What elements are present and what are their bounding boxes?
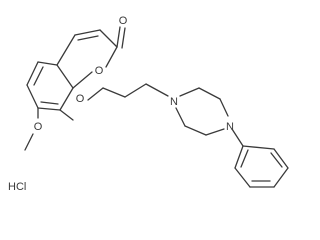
bond-c3-c2 [99,29,118,48]
piperazine-n1-label: N [170,96,178,108]
bond-cc-cd [184,125,207,136]
bond-c5-c6-double [33,66,44,86]
bond-c2-o1 [105,46,118,68]
ring-oxygen-label: O [95,65,104,77]
bond-ph2-ph3 [234,167,251,188]
bond-ph6-ph1 [242,145,275,150]
bond-c4-c3 [74,29,101,36]
bond-ca-cb [198,87,221,100]
bond-c5-c6 [26,61,39,86]
piperazine-ring [175,87,229,136]
bond-n1-ca [179,87,200,97]
bond-ph1-ph2-double [240,149,249,168]
bond-c8-c8a [59,87,74,111]
ether-oxygen-label: O [76,93,85,105]
methoxy-group [24,107,39,151]
bond-n4-phenyl [231,128,244,147]
bond-c2-carbonyl [116,26,121,48]
bond-c7-c8 [37,107,61,111]
chemical-structure-diagram: O O O O N N HCl [8,15,289,193]
coumarin-core [26,26,126,111]
bond-ph5-ph6-double [270,152,283,168]
bond-o1-c8a [72,71,93,89]
phenyl-ring [231,128,289,188]
bond-cd-n4 [205,128,225,136]
bond-c4a-c5 [37,61,58,66]
bond-ph1-ph2 [234,145,244,169]
bond-ch2-ch2b [124,83,147,98]
carbonyl-oxygen-label: O [119,15,128,27]
bond-c2-carbonyl-double [121,27,126,49]
bond-c8-ether-o [59,109,74,121]
bond-cb-n4 [219,98,229,117]
bond-methoxy-methyl [24,133,34,151]
bond-c4-c3-double [77,35,99,41]
bond-c6-c7 [26,84,39,109]
methoxy-oxygen-label: O [34,121,43,133]
bond-ph4-ph5 [273,167,289,188]
salt-label: HCl [8,181,26,193]
bond-ch2-ch2 [102,87,126,98]
bond-c4-c4a [56,34,76,66]
piperazine-n4-label: N [226,121,234,133]
bond-ph5-ph6 [273,148,289,169]
bond-ch2-n [145,83,169,97]
bond-n1-cc [175,107,186,127]
propoxy-linker [59,83,169,121]
bond-o-ch2 [87,87,104,101]
bond-c4a-c8a [56,64,74,89]
bond-c7-c8-double [40,101,59,105]
